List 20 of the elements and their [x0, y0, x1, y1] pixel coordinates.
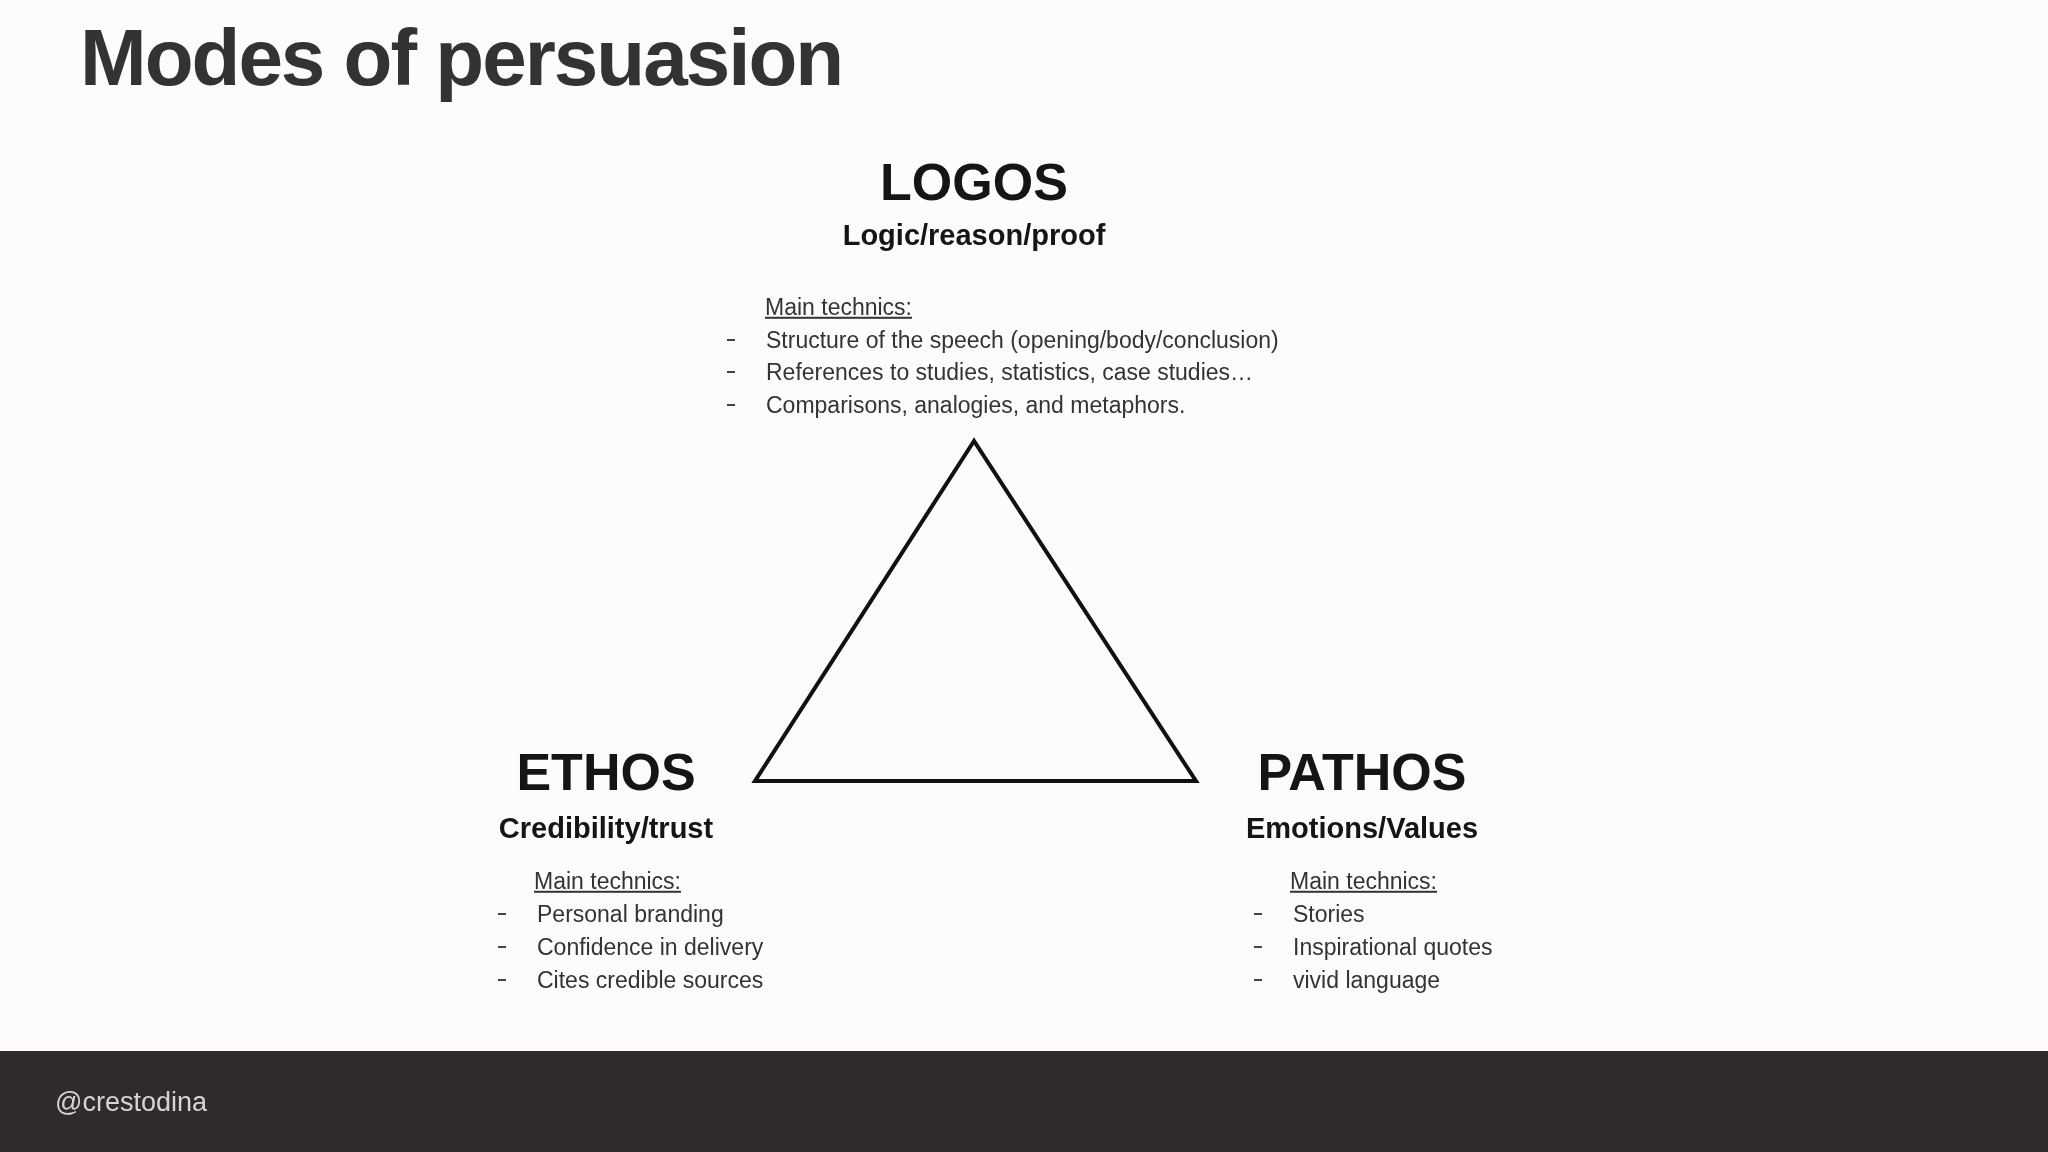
list-item: Comparisons, analogies, and metaphors.	[766, 391, 1186, 419]
list-item: Confidence in delivery	[537, 933, 764, 961]
list-heading: Main technics:	[1290, 867, 1437, 895]
author-handle: @crestodina	[55, 1087, 207, 1119]
list-heading: Main technics:	[534, 867, 681, 895]
list-item: Structure of the speech (opening/body/conclusion)	[766, 326, 1279, 354]
mode-subtitle: Credibility/trust	[498, 812, 714, 846]
mode-heading: LOGOS	[880, 153, 1068, 213]
mode-heading: PATHOS	[1257, 743, 1467, 803]
slide-title: Modes of persuasion	[80, 12, 843, 104]
mode-heading: ETHOS	[516, 743, 696, 803]
list-item: Stories	[1293, 900, 1365, 928]
mode-subtitle: Emotions/Values	[1245, 812, 1479, 846]
list-heading: Main technics:	[765, 293, 912, 321]
mode-subtitle: Logic/reason/proof	[842, 219, 1106, 253]
list-item: References to studies, statistics, case studies…	[766, 358, 1254, 386]
list-item: Personal branding	[537, 900, 724, 928]
list-item: vivid language	[1293, 966, 1441, 994]
list-item: Inspirational quotes	[1293, 933, 1493, 961]
list-item: Cites credible sources	[537, 966, 764, 994]
